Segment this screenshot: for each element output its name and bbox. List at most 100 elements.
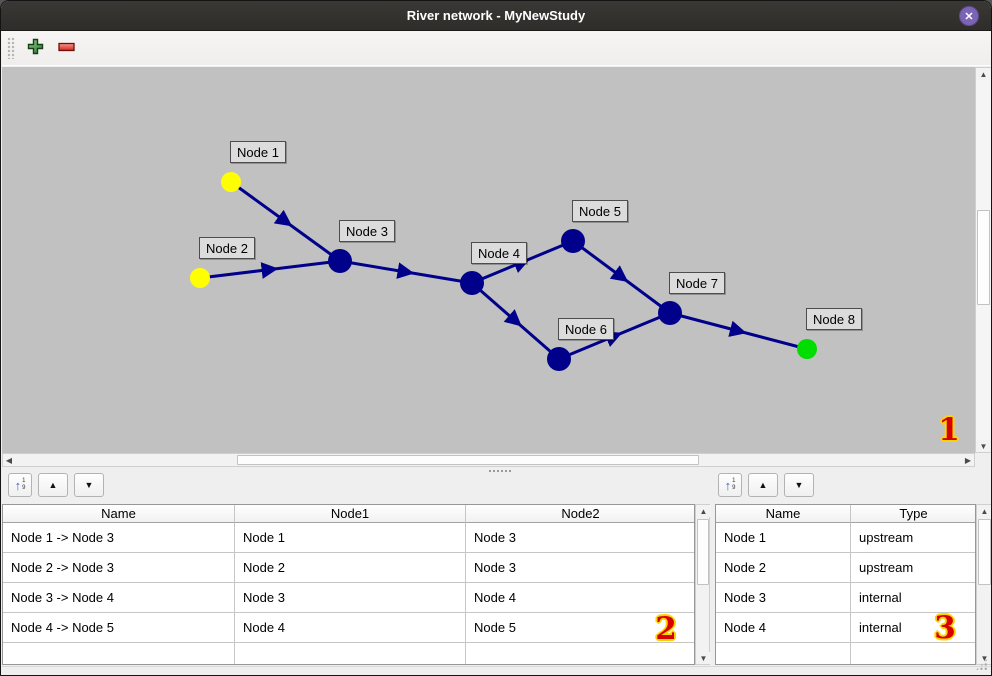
node-label[interactable]: Node 2 bbox=[199, 237, 255, 259]
window-title: River network - MyNewStudy bbox=[406, 8, 586, 23]
graph-node[interactable] bbox=[561, 229, 585, 253]
node-label[interactable]: Node 4 bbox=[471, 242, 527, 264]
table-empty-row bbox=[3, 643, 694, 664]
canvas-hscroll-thumb[interactable] bbox=[237, 455, 699, 465]
reach-edge[interactable] bbox=[572, 239, 671, 315]
scroll-right-icon[interactable]: ▶ bbox=[962, 454, 974, 466]
table-cell: Node 3 bbox=[716, 583, 851, 613]
graph-node[interactable] bbox=[658, 301, 682, 325]
scroll-up-icon[interactable]: ▲ bbox=[976, 68, 991, 80]
table-cell: upstream bbox=[851, 523, 975, 553]
nodes-move-up-button[interactable]: ▲ bbox=[748, 473, 778, 497]
reach-edge[interactable] bbox=[669, 311, 808, 351]
plus-icon bbox=[27, 38, 44, 58]
node-label[interactable]: Node 5 bbox=[572, 200, 628, 222]
canvas-vertical-scrollbar[interactable]: ▲ ▼ bbox=[975, 67, 991, 453]
remove-button[interactable] bbox=[55, 36, 79, 60]
scroll-up-icon[interactable]: ▲ bbox=[696, 505, 711, 517]
table-cell bbox=[235, 643, 466, 664]
network-graph bbox=[190, 172, 817, 371]
table-cell: Node 1 bbox=[716, 523, 851, 553]
table-cell: Node 4 bbox=[466, 583, 694, 613]
table-cell bbox=[851, 643, 975, 664]
canvas-horizontal-scrollbar[interactable]: ◀ ▶ bbox=[2, 453, 975, 467]
node-label[interactable]: Node 1 bbox=[230, 141, 286, 163]
table-cell bbox=[466, 643, 694, 664]
node-label[interactable]: Node 7 bbox=[669, 272, 725, 294]
table-cell: Node 4 -> Node 5 bbox=[3, 613, 235, 643]
status-bar bbox=[2, 666, 991, 674]
splitter-handle-icon bbox=[489, 470, 511, 472]
close-button[interactable]: ✕ bbox=[959, 6, 979, 26]
column-header[interactable]: Name bbox=[716, 505, 851, 523]
minus-icon bbox=[58, 41, 76, 56]
graph-node[interactable] bbox=[460, 271, 484, 295]
node-label[interactable]: Node 3 bbox=[339, 220, 395, 242]
scroll-down-icon[interactable]: ▼ bbox=[696, 652, 711, 664]
down-arrow-icon: ▼ bbox=[794, 480, 804, 490]
table-cell: Node 3 bbox=[235, 583, 466, 613]
node-label[interactable]: Node 8 bbox=[806, 308, 862, 330]
table-cell: Node 2 -> Node 3 bbox=[3, 553, 235, 583]
graph-node[interactable] bbox=[797, 339, 817, 359]
table-cell: Node 2 bbox=[716, 553, 851, 583]
main-toolbar bbox=[2, 31, 991, 66]
reaches-scroll-thumb[interactable] bbox=[697, 519, 709, 585]
table-cell: Node 3 bbox=[466, 553, 694, 583]
column-header[interactable]: Node1 bbox=[235, 505, 466, 523]
table-cell: Node 3 bbox=[466, 523, 694, 553]
canvas-vscroll-thumb[interactable] bbox=[977, 210, 990, 305]
title-bar[interactable]: River network - MyNewStudy ✕ bbox=[1, 1, 991, 31]
reach-edge[interactable] bbox=[558, 311, 671, 361]
toolbar-drag-handle[interactable] bbox=[7, 37, 15, 59]
table-cell: Node 4 bbox=[716, 613, 851, 643]
nodes-scroll-thumb[interactable] bbox=[978, 519, 991, 585]
table-cell: Node 4 bbox=[235, 613, 466, 643]
node-label[interactable]: Node 6 bbox=[558, 318, 614, 340]
nodes-move-down-button[interactable]: ▼ bbox=[784, 473, 814, 497]
reach-edge[interactable] bbox=[230, 180, 341, 263]
reaches-move-down-button[interactable]: ▼ bbox=[74, 473, 104, 497]
reach-edge[interactable] bbox=[471, 281, 560, 361]
reaches-table-scrollbar[interactable]: ▲ ▼ bbox=[695, 504, 711, 665]
reach-edge[interactable] bbox=[199, 259, 341, 280]
column-header[interactable]: Node2 bbox=[466, 505, 694, 523]
add-button[interactable] bbox=[23, 36, 47, 60]
scroll-left-icon[interactable]: ◀ bbox=[3, 454, 15, 466]
close-icon: ✕ bbox=[964, 10, 974, 23]
graph-node[interactable] bbox=[190, 268, 210, 288]
reaches-move-up-button[interactable]: ▲ bbox=[38, 473, 68, 497]
scroll-down-icon[interactable]: ▼ bbox=[976, 440, 991, 452]
up-arrow-icon: ▲ bbox=[48, 480, 58, 490]
graph-node[interactable] bbox=[328, 249, 352, 273]
table-cell: upstream bbox=[851, 553, 975, 583]
nodes-table-scrollbar[interactable]: ▲ ▼ bbox=[976, 504, 991, 665]
scroll-up-icon[interactable]: ▲ bbox=[977, 505, 991, 517]
river-network-canvas[interactable]: Node 1 Node 2 Node 3 Node 4 Node 5 Node 6 Node… bbox=[2, 67, 975, 453]
graph-node[interactable] bbox=[547, 347, 571, 371]
pane-splitter[interactable] bbox=[2, 467, 991, 473]
reach-edge[interactable] bbox=[339, 259, 473, 285]
table-cell: Node 2 bbox=[235, 553, 466, 583]
table-cell: internal bbox=[851, 613, 975, 643]
table-cell: Node 1 -> Node 3 bbox=[3, 523, 235, 553]
up-arrow-icon: ▲ bbox=[758, 480, 768, 490]
graph-node[interactable] bbox=[221, 172, 241, 192]
column-header[interactable]: Type bbox=[851, 505, 975, 523]
column-header[interactable]: Name bbox=[3, 505, 235, 523]
